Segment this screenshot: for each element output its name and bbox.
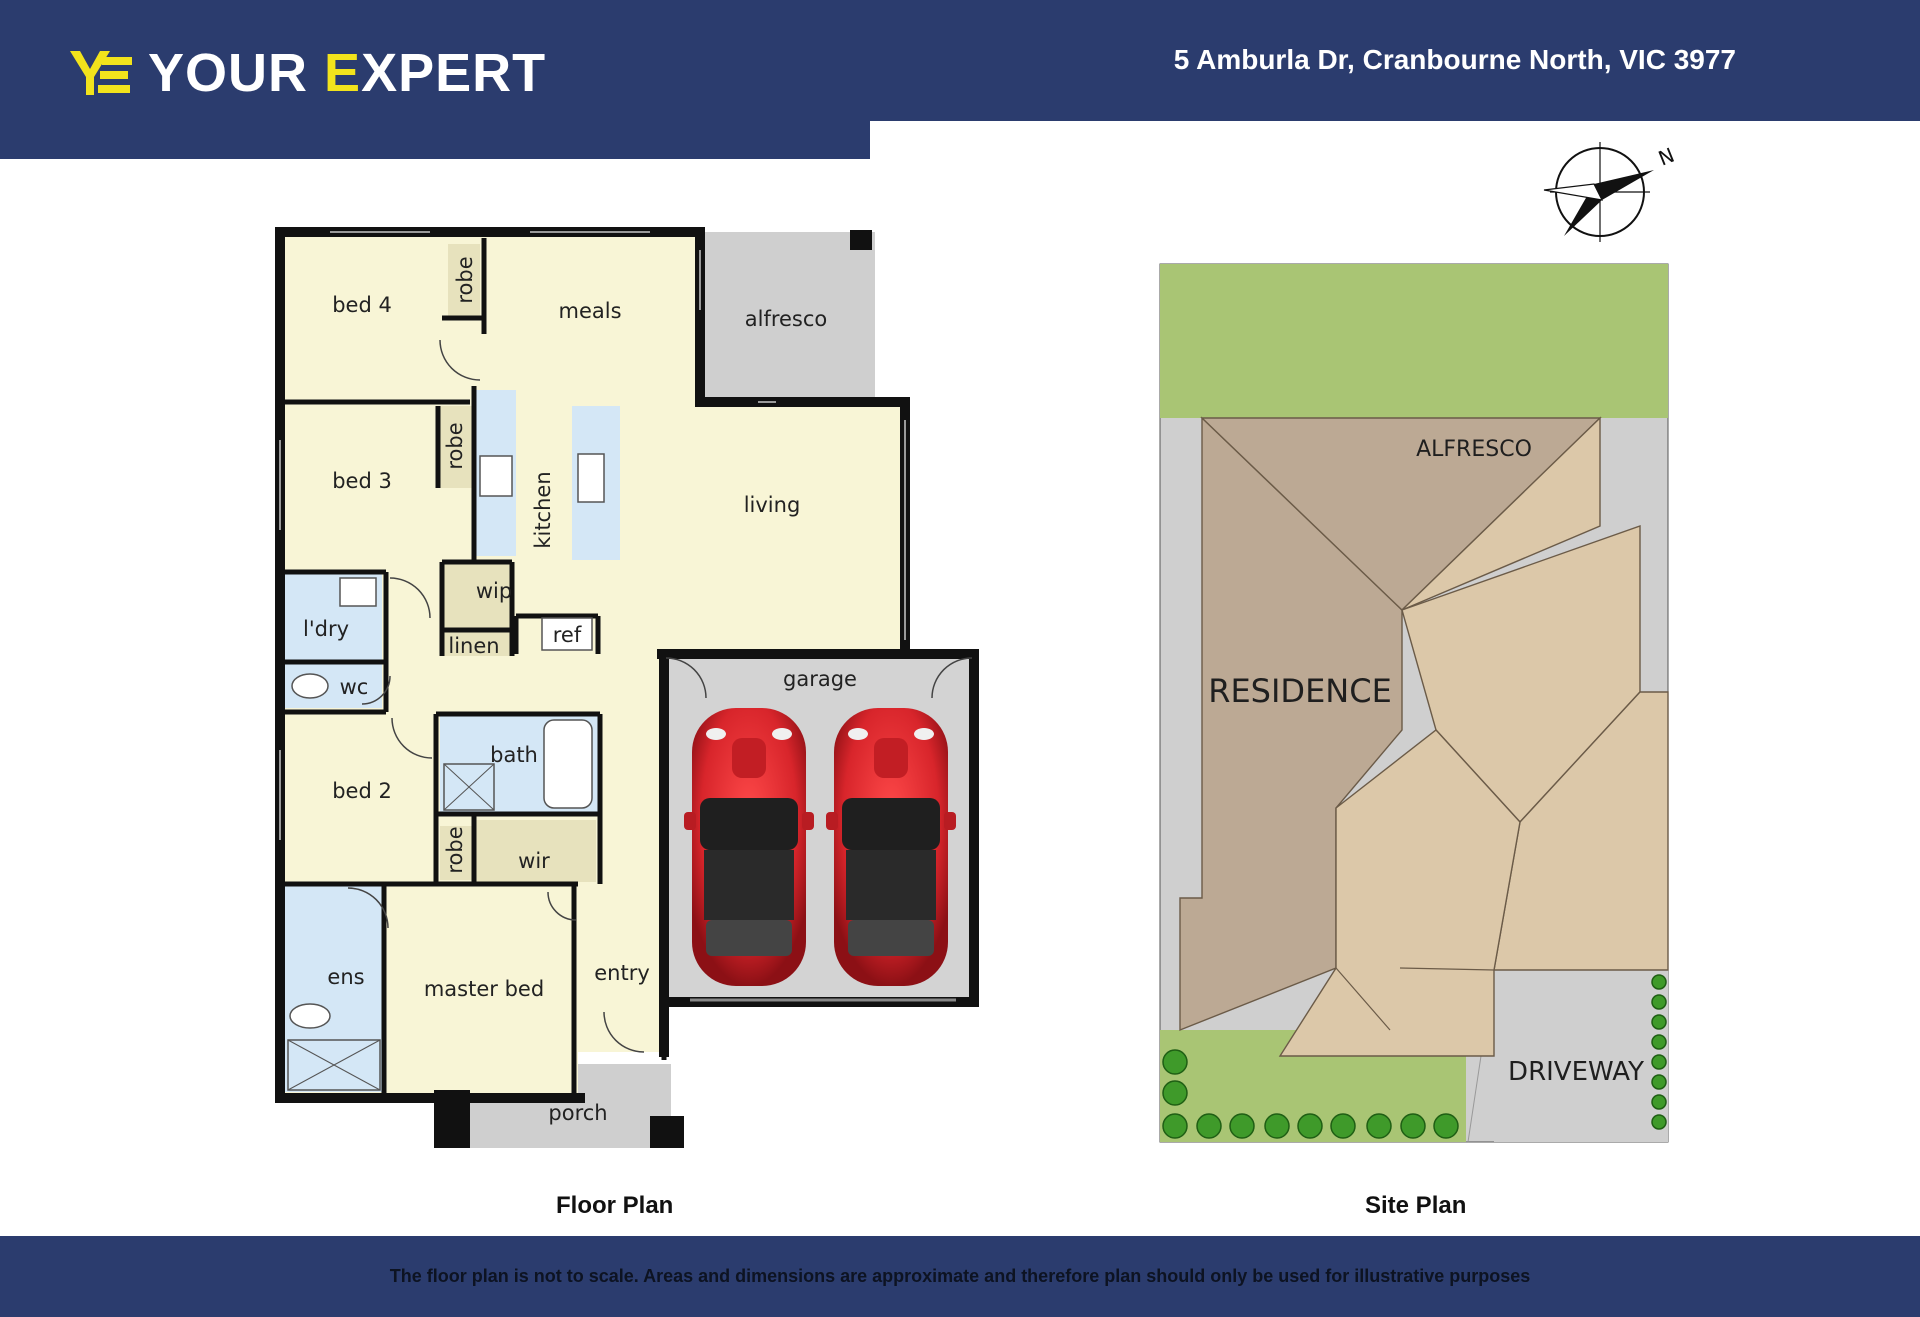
sink [577, 453, 605, 503]
room-label-wir: wir [518, 849, 550, 873]
compass-icon: N [1543, 142, 1678, 242]
room-label-wc: wc [340, 675, 369, 699]
bath-tub [543, 719, 593, 809]
ens-shower [287, 1039, 381, 1091]
bath-shower [443, 763, 495, 811]
robe-2-area [440, 406, 472, 488]
room-label-wip: wip [476, 579, 512, 603]
wip-area [444, 564, 512, 630]
room-label-linen: linen [448, 634, 499, 658]
room-label-robe-2: robe [443, 422, 467, 469]
room-label-robe-3: robe [443, 826, 467, 873]
car-left [684, 708, 814, 986]
cooktop [479, 455, 513, 497]
wir-area [476, 820, 596, 882]
roof-rear-right [1401, 416, 1601, 611]
property-address: 5 Amburla Dr, Cranbourne North, VIC 3977 [1173, 44, 1736, 75]
laundry-tub [339, 577, 377, 607]
room-label-porch: porch [548, 1101, 607, 1125]
wc-toilet [291, 673, 329, 699]
driveway-area [1494, 970, 1668, 1142]
robe-3-area [440, 826, 476, 880]
car-right [826, 708, 956, 986]
room-label-living: living [744, 493, 801, 517]
brand-name: YOUR EXPERT [148, 43, 547, 103]
room-label-ref: ref [553, 623, 582, 647]
site-label-residence: RESIDENCE [1208, 672, 1392, 710]
roof-front-right [1493, 691, 1669, 971]
rear-lawn [1160, 264, 1668, 418]
room-label-master-bed: master bed [424, 977, 544, 1001]
disclaimer-text: The floor plan is not to scale. Areas an… [389, 1266, 1531, 1286]
room-label-kitchen: kitchen [531, 471, 555, 548]
header-tab [0, 121, 870, 159]
logo-mark-icon [70, 51, 132, 95]
site-label-alfresco: ALFRESCO [1416, 437, 1532, 462]
room-label-meals: meals [558, 299, 621, 323]
room-label-bed3: bed 3 [332, 469, 392, 493]
ref-box [541, 617, 593, 651]
linen-area [444, 632, 512, 656]
site-label-driveway: DRIVEWAY [1508, 1057, 1644, 1087]
room-label-entry: entry [594, 961, 650, 985]
room-label-bed4: bed 4 [332, 293, 392, 317]
site-plan-caption: Site Plan [1365, 1192, 1467, 1219]
room-label-robe-1: robe [453, 256, 477, 303]
header-bar [0, 0, 1920, 121]
ens-toilet [289, 1003, 331, 1029]
roof-garage [1278, 729, 1521, 1057]
alfresco-area [700, 232, 875, 402]
room-label-laundry: l'dry [303, 617, 349, 641]
brand-logo[interactable]: YOUR EXPERT [70, 38, 546, 108]
compass-north-label: N [1655, 143, 1678, 171]
shrubs [1162, 974, 1667, 1139]
robe-1-area [448, 244, 480, 318]
floor-plan: bed 4 robe meals alfresco bed 3 robe kit… [275, 227, 979, 1148]
room-label-bed2: bed 2 [332, 779, 392, 803]
ensuite-area [284, 886, 382, 1092]
room-label-ensuite: ens [327, 965, 364, 989]
site-plan: ALFRESCO RESIDENCE DRIVEWAY [1159, 263, 1669, 1143]
room-label-garage: garage [783, 667, 857, 691]
room-label-alfresco: alfresco [745, 307, 828, 331]
floor-plan-caption: Floor Plan [556, 1192, 674, 1219]
footer-bar [0, 1236, 1920, 1317]
room-label-bath: bath [490, 743, 538, 767]
